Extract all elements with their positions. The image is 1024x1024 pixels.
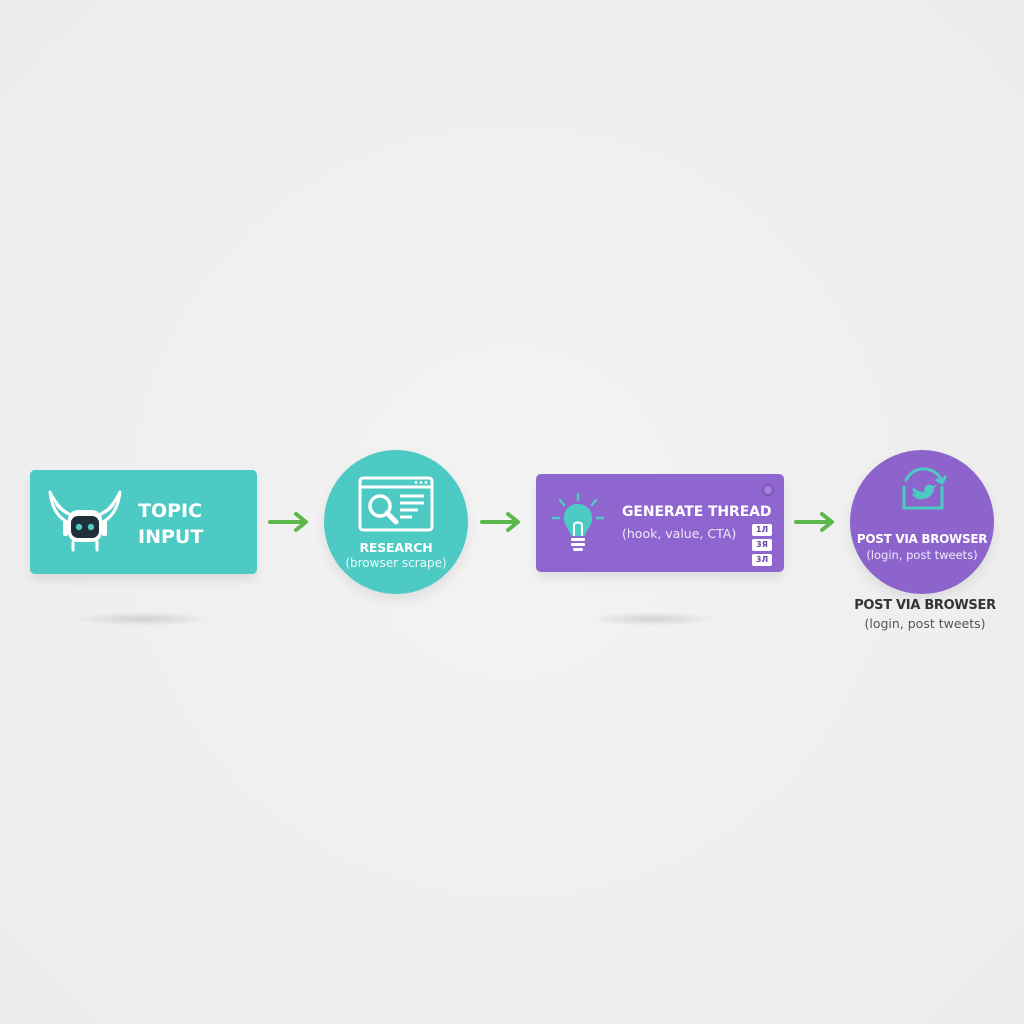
generate-thread-label: GENERATE THREAD (622, 504, 772, 520)
flow-arrow (480, 512, 520, 532)
topic-input-label-line1: TOPIC (138, 500, 203, 522)
generate-thread-sublabel: (hook, value, CTA) (622, 526, 737, 541)
flow-arrow (794, 512, 834, 532)
node-shadow (588, 612, 718, 626)
thread-badge: 3Л (752, 554, 772, 566)
thread-badge: 3Я (752, 539, 772, 551)
status-dot (762, 484, 774, 496)
topic-input-node: TOPIC INPUT (30, 470, 257, 574)
post-via-browser-label: POST VIA BROWSER (856, 532, 988, 546)
node-shadow (72, 612, 212, 626)
post-via-browser-caption: POST VIA BROWSER (854, 598, 996, 613)
flow-arrow (268, 512, 308, 532)
post-via-browser-node: POST VIA BROWSER (login, post tweets) (850, 450, 994, 594)
post-via-browser-caption-sub: (login, post tweets) (864, 616, 986, 631)
post-via-browser-sublabel: (login, post tweets) (866, 548, 978, 562)
thread-badge: 1Л (752, 524, 772, 536)
browser-search-icon (358, 476, 434, 532)
topic-input-label-line2: INPUT (138, 526, 204, 548)
topic-input-label: TOPIC INPUT (138, 498, 248, 550)
thread-badge-stack: 1Л 3Я 3Л (752, 524, 772, 569)
bird-refresh-icon (902, 467, 947, 510)
research-sublabel: (browser scrape) (345, 556, 447, 570)
research-label: RESEARCH (359, 540, 433, 555)
winged-robot-icon (48, 490, 122, 552)
lightbulb-icon (551, 492, 605, 551)
research-node: RESEARCH (browser scrape) (324, 450, 468, 594)
generate-thread-node: GENERATE THREAD (hook, value, CTA) (536, 474, 784, 572)
